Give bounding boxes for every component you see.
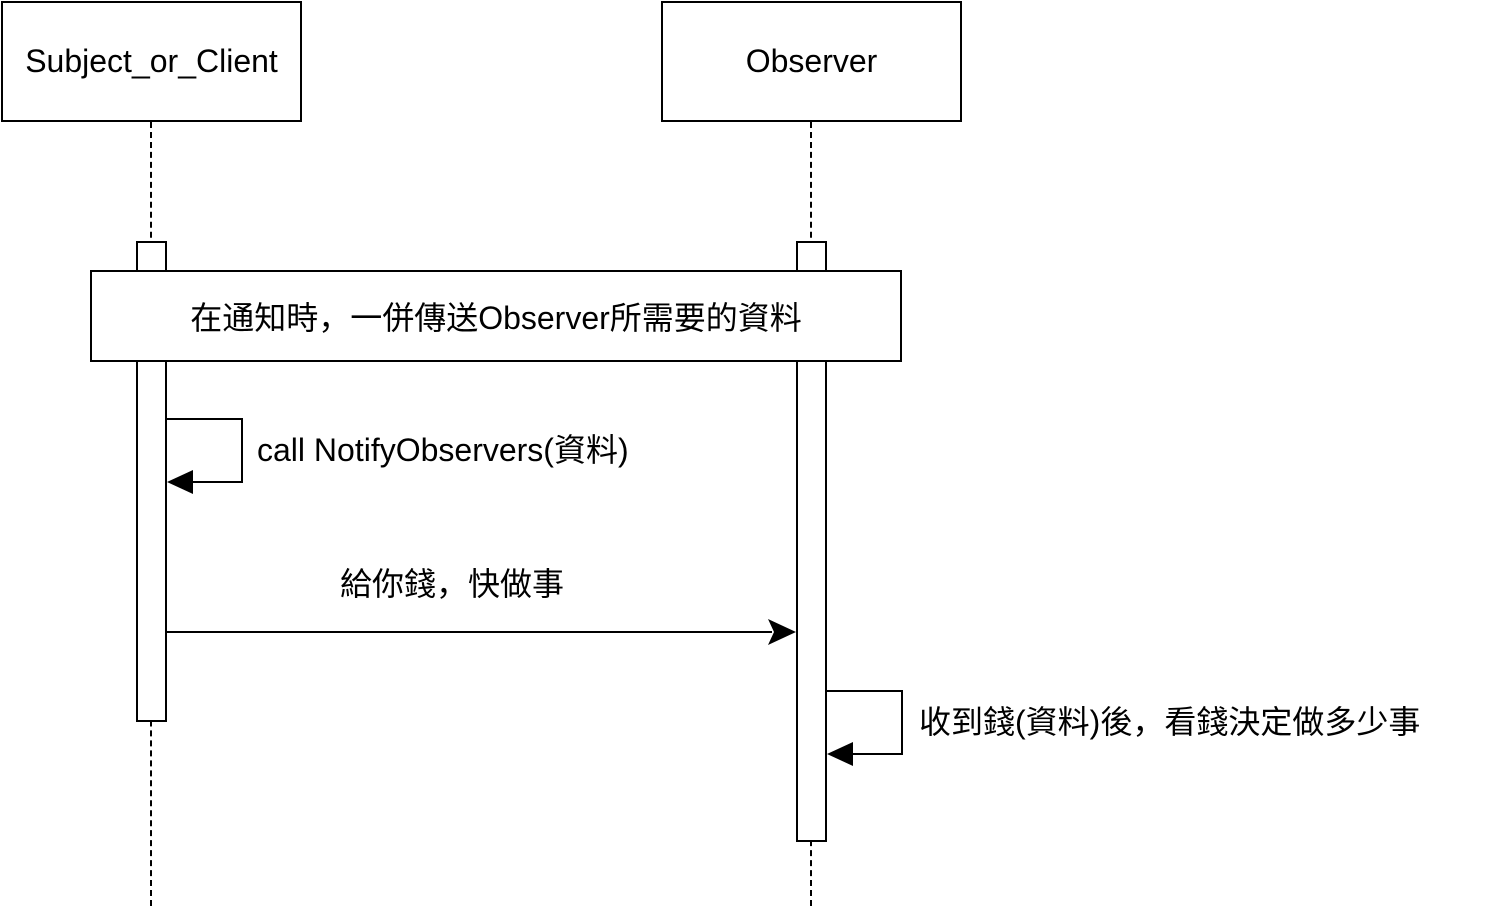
participant-observer[interactable]: Observer <box>661 1 962 122</box>
note-text: 在通知時，一併傳送Observer所需要的資料 <box>190 300 802 336</box>
self-message-arrow-subject[interactable] <box>167 418 243 494</box>
message-label-received-money: 收到錢(資料)後，看錢決定做多少事 <box>919 704 1421 740</box>
self-message-arrow-observer[interactable] <box>827 690 903 766</box>
participant-subject-or-client[interactable]: Subject_or_Client <box>1 1 302 122</box>
participant-label: Subject_or_Client <box>25 43 278 79</box>
note-box[interactable]: 在通知時，一併傳送Observer所需要的資料 <box>90 270 902 362</box>
message-label-give-money: 給你錢，快做事 <box>340 566 565 602</box>
participant-label: Observer <box>745 43 878 79</box>
sync-message-arrow[interactable] <box>167 619 796 645</box>
message-label-notify-observers: call NotifyObservers(資料) <box>257 432 629 468</box>
